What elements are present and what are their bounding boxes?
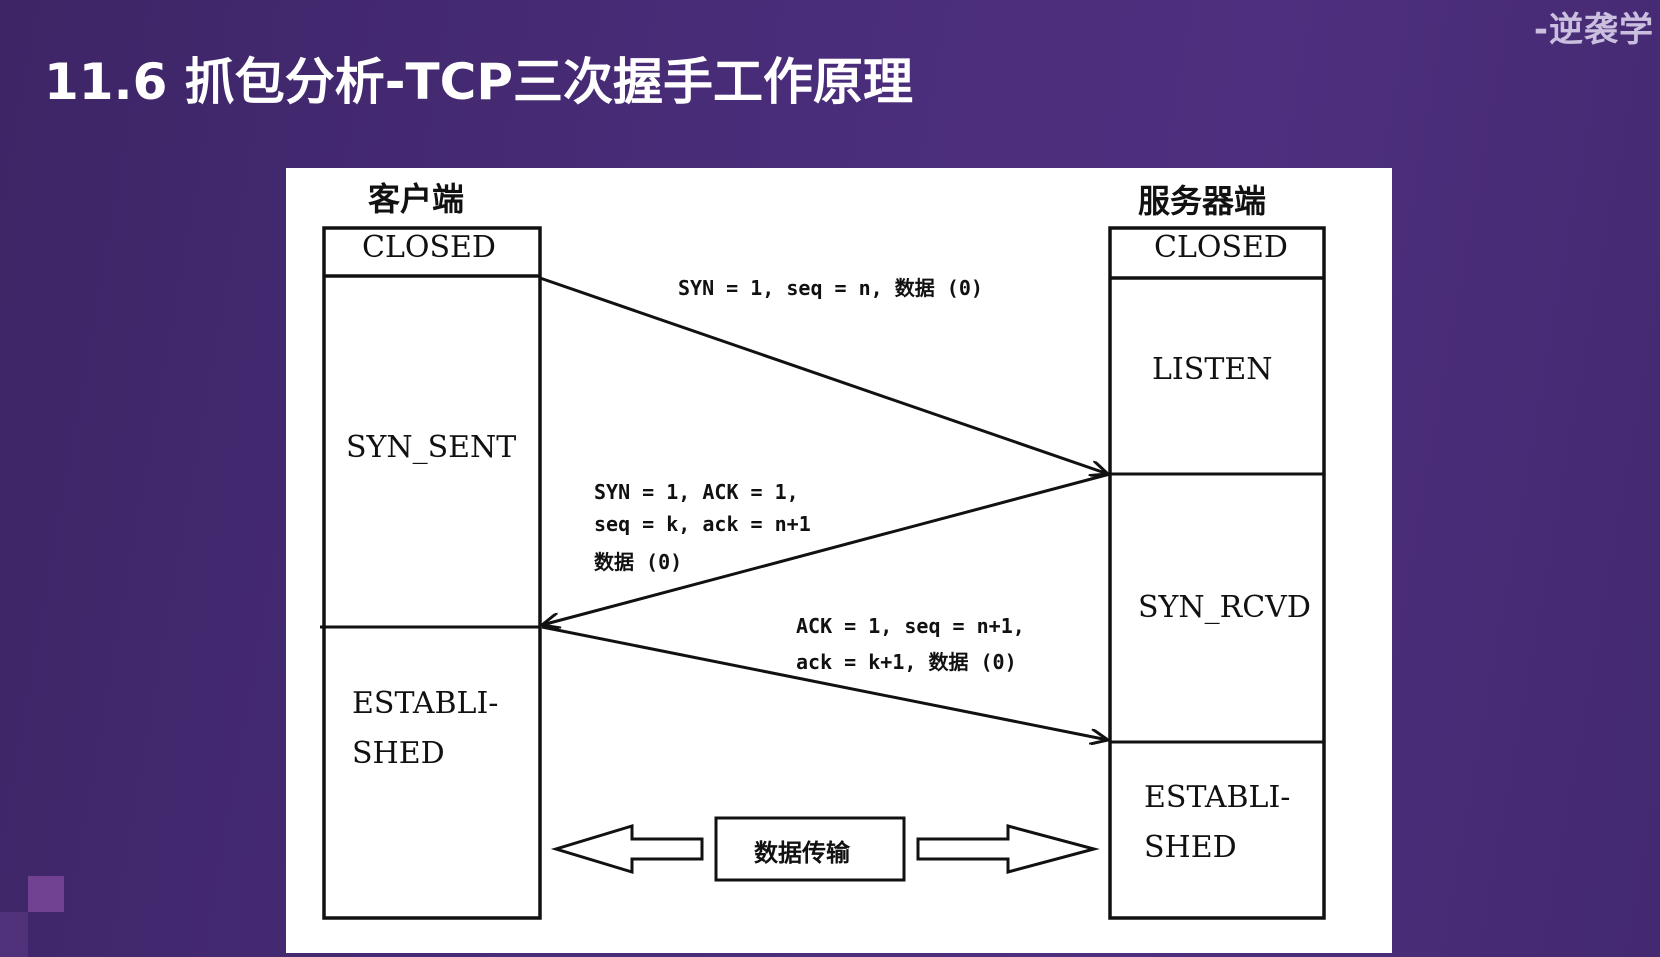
diagram-canvas [320, 226, 1326, 920]
client-column [322, 226, 542, 920]
tcp-handshake-diagram: 客户端 服务器端 CLOSED SYN_SENT ESTABLI- SHED C… [286, 168, 1392, 953]
server-state-syn-rcvd: SYN_RCVD [1138, 590, 1311, 625]
client-state-established-1: ESTABLI- [352, 686, 499, 721]
syn-arrow [539, 276, 1108, 474]
client-state-syn-sent: SYN_SENT [346, 430, 517, 465]
server-state-closed: CLOSED [1154, 230, 1288, 265]
right-hollow-arrow [916, 824, 1100, 874]
data-transfer-label: 数据传输 [754, 839, 850, 867]
left-hollow-arrow [550, 823, 704, 875]
corner-decoration-2 [0, 912, 28, 957]
syn-label: SYN = 1, seq = n, 数据 (0) [678, 276, 983, 300]
server-state-listen: LISTEN [1152, 352, 1273, 387]
synack-arrow [542, 472, 1111, 625]
server-column [1108, 226, 1326, 920]
corner-decoration [28, 876, 64, 912]
data-transfer-box [714, 816, 906, 882]
client-header: 客户端 [368, 180, 465, 218]
server-header: 服务器端 [1138, 182, 1267, 220]
ack-arrow [541, 625, 1108, 740]
server-state-established-1: ESTABLI- [1144, 780, 1291, 815]
ack-label-line2: ack = k+1, 数据 (0) [796, 650, 1017, 674]
synack-label-line2: seq = k, ack = n+1 [594, 512, 811, 536]
watermark: -逆袭学 [1533, 10, 1654, 50]
synack-label-line1: SYN = 1, ACK = 1, [594, 480, 799, 504]
client-state-established-2: SHED [352, 736, 445, 771]
server-state-established-2: SHED [1144, 830, 1237, 865]
client-state-closed: CLOSED [362, 230, 496, 265]
synack-label-line3: 数据 (0) [594, 550, 683, 574]
ack-label-line1: ACK = 1, seq = n+1, [796, 614, 1025, 638]
slide-title: 11.6 抓包分析-TCP三次握手工作原理 [44, 53, 913, 111]
